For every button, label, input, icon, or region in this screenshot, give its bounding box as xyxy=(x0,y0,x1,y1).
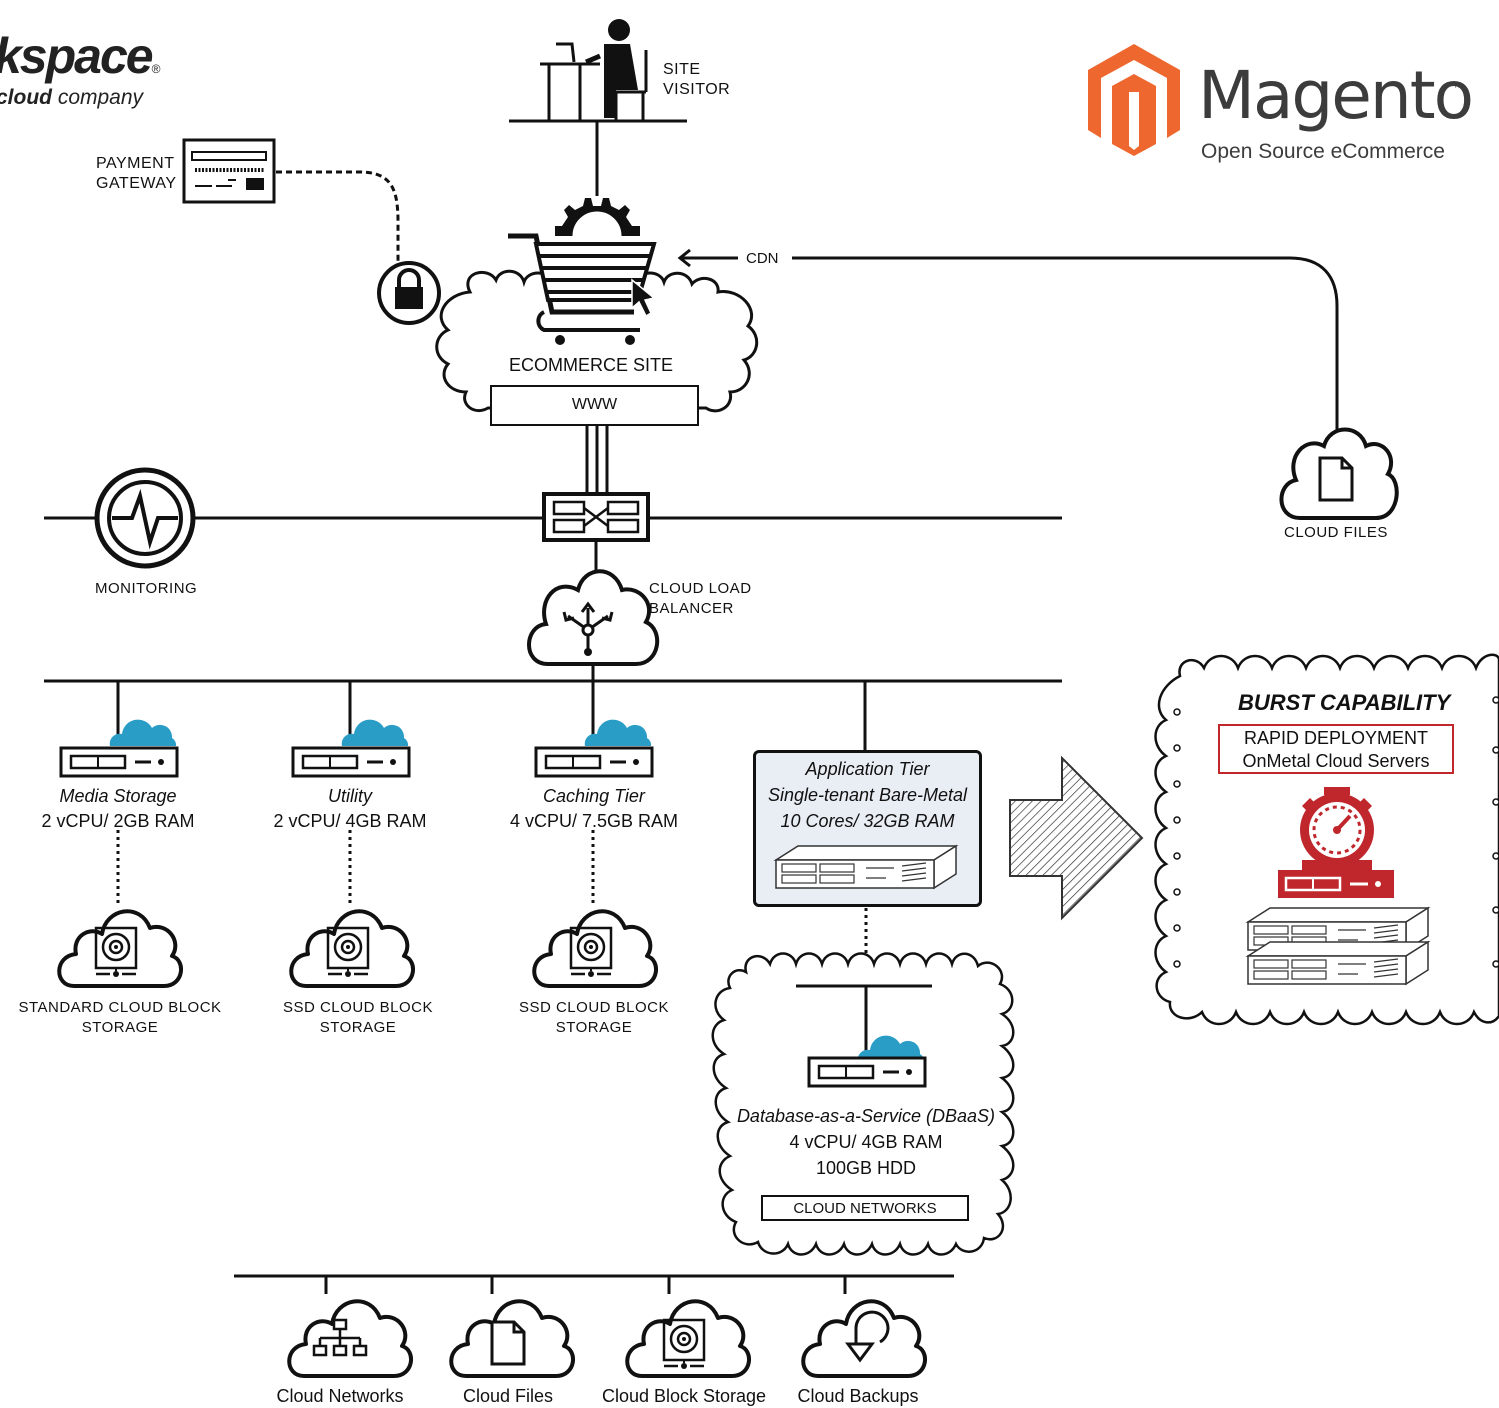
monitoring-label: MONITORING xyxy=(95,580,198,597)
database-cloud-shape xyxy=(711,952,1015,1256)
magento-logo-icon xyxy=(1088,44,1180,156)
database-text: Database-as-a-Service (DBaaS) 4 vCPU/ 4G… xyxy=(716,1103,1016,1181)
db-line-3: 100GB HDD xyxy=(815,1158,917,1178)
rapid-deployment-label: RAPID DEPLOYMENT xyxy=(1243,728,1429,748)
media-storage-spec: 2 vCPU/ 2GB RAM xyxy=(41,811,195,831)
burst-capability-title: BURST CAPABILITY xyxy=(1238,690,1451,715)
cdn-label: CDN xyxy=(746,250,779,267)
app-tier-line-1: Application Tier xyxy=(805,759,930,779)
magento-logo-text: Magento xyxy=(1198,57,1474,134)
caching-tier-name: Caching Tier xyxy=(543,786,645,806)
app-tier-line-2: Single-tenant Bare-Metal xyxy=(767,785,968,805)
cloud-backups-icon xyxy=(801,1299,928,1378)
monitoring-icon xyxy=(94,467,196,569)
standard-storage-label-1: STANDARD CLOUD BLOCK xyxy=(18,999,222,1016)
db-line-2: 4 vCPU/ 4GB RAM xyxy=(789,1132,943,1152)
ssd-storage-label-2: STORAGE xyxy=(319,1019,397,1036)
utility-name: Utility xyxy=(328,786,372,806)
rackspace-logo-subtitle: cloud company xyxy=(0,86,144,109)
rapid-deployment-box: RAPID DEPLOYMENT OnMetal Cloud Servers xyxy=(1218,724,1454,774)
load-balancer-label-1: CLOUD LOAD xyxy=(649,580,752,597)
load-balancer-icon xyxy=(527,569,660,666)
onmetal-label: OnMetal Cloud Servers xyxy=(1242,751,1430,771)
www-box xyxy=(490,385,699,426)
magento-subtitle: Open Source eCommerce xyxy=(1201,140,1445,163)
cloud-networks-icon xyxy=(287,1299,414,1378)
cloud-files-label: CLOUD FILES xyxy=(1284,524,1388,541)
www-label: WWW xyxy=(571,396,618,413)
media-storage-name: Media Storage xyxy=(59,786,177,806)
site-visitor-label-2: VISITOR xyxy=(663,81,731,98)
shopping-cart-icon xyxy=(508,198,657,345)
ssd-storage-2-label-1: SSD CLOUD BLOCK xyxy=(518,999,670,1016)
cloud-networks-box xyxy=(761,1195,969,1221)
bottom-cloud-networks-label: Cloud Networks xyxy=(276,1386,404,1406)
bottom-cloud-files-label: Cloud Files xyxy=(462,1386,554,1406)
application-tier-text: Application Tier Single-tenant Bare-Meta… xyxy=(753,756,982,834)
utility-spec: 2 vCPU/ 4GB RAM xyxy=(273,811,427,831)
stopwatch-icon xyxy=(1278,787,1394,898)
caching-tier-spec: 4 vCPU/ 7.5GB RAM xyxy=(509,811,679,831)
payment-gateway-icon xyxy=(182,138,276,204)
lock-icon xyxy=(377,261,441,325)
ecommerce-site-label: ECOMMERCE SITE xyxy=(509,355,674,375)
ssd-storage-label-1: SSD CLOUD BLOCK xyxy=(282,999,434,1016)
site-visitor-label-1: SITE xyxy=(663,61,701,78)
cloud-files-bottom-icon xyxy=(449,1299,576,1378)
app-tier-line-3: 10 Cores/ 32GB RAM xyxy=(780,811,955,831)
rackspace-logo-text: kspace® xyxy=(0,28,161,84)
magento-tm: ™ xyxy=(1453,82,1464,94)
ssd-storage-2-label-2: STORAGE xyxy=(555,1019,633,1036)
payment-gateway-label-2: GATEWAY xyxy=(96,175,177,192)
bottom-cloud-block-storage-label: Cloud Block Storage xyxy=(601,1386,767,1406)
db-line-1: Database-as-a-Service (DBaaS) xyxy=(736,1106,996,1126)
cloud-files-icon xyxy=(1279,427,1399,520)
cloud-networks-label: CLOUD NETWORKS xyxy=(793,1200,937,1217)
standard-storage-label-2: STORAGE xyxy=(81,1019,159,1036)
app-bare-metal-icon xyxy=(773,844,959,890)
load-balancer-label-2: BALANCER xyxy=(649,600,734,617)
burst-arrow-icon xyxy=(1009,755,1144,921)
bottom-cloud-backups-label: Cloud Backups xyxy=(797,1386,919,1406)
switch-icon xyxy=(542,492,650,542)
payment-gateway-label-1: PAYMENT xyxy=(96,155,175,172)
